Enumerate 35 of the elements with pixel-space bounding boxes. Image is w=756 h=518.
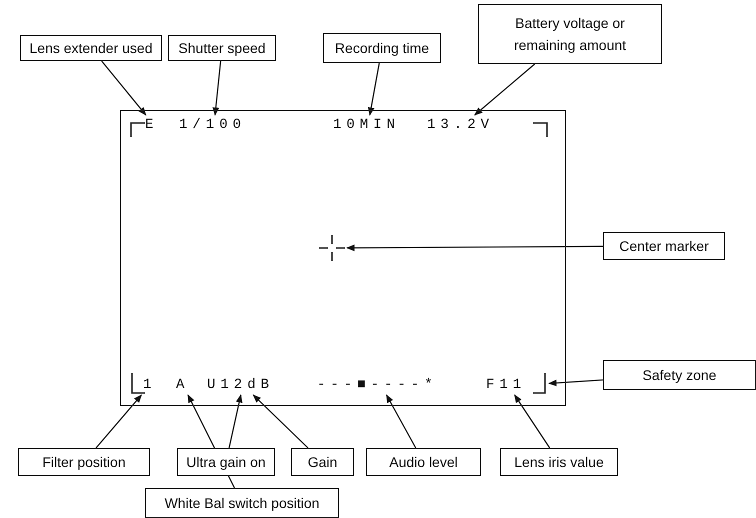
viewfinder-readout: ---■----* <box>317 377 445 393</box>
callout-label: Audio level <box>366 448 481 476</box>
leader-line <box>548 379 604 386</box>
callout-label: Recording time <box>323 33 441 63</box>
leader-line <box>96 394 142 448</box>
viewfinder-readout: A <box>176 377 190 393</box>
leader-line <box>368 62 380 116</box>
callout-label: Center marker <box>603 232 725 260</box>
callout-label: Lens extender used <box>20 35 162 61</box>
leader-line <box>101 60 146 116</box>
center-marker-icon <box>319 235 345 261</box>
leader-line <box>346 244 603 252</box>
leader-line <box>252 394 308 448</box>
callout-label: Ultra gain on <box>177 448 275 476</box>
viewfinder-readout: 10MIN <box>333 117 403 133</box>
callout-label: Shutter speed <box>168 35 276 61</box>
leader-line <box>474 64 536 116</box>
callout-label: Lens iris value <box>500 448 618 476</box>
viewfinder-readout: 1 <box>143 377 157 393</box>
viewfinder-screen <box>120 110 566 406</box>
viewfinder-readout: E <box>145 117 163 133</box>
viewfinder-readout: 1/100 <box>179 117 249 133</box>
callout-label: Gain <box>291 448 354 476</box>
leader-line <box>212 60 222 116</box>
callout-label: Battery voltage or remaining amount <box>478 4 662 64</box>
viewfinder-readout: 13.2V <box>427 117 499 133</box>
leader-line <box>386 394 416 448</box>
leader-line <box>514 394 550 448</box>
viewfinder-readout: F11 <box>486 377 530 393</box>
leader-line <box>228 394 242 448</box>
callout-label: Safety zone <box>603 360 756 390</box>
callout-label: Filter position <box>18 448 150 476</box>
viewfinder-readout: U12dB <box>207 377 279 393</box>
safety-zone-corner-mark <box>533 373 547 395</box>
callout-label: White Bal switch position <box>145 488 339 518</box>
